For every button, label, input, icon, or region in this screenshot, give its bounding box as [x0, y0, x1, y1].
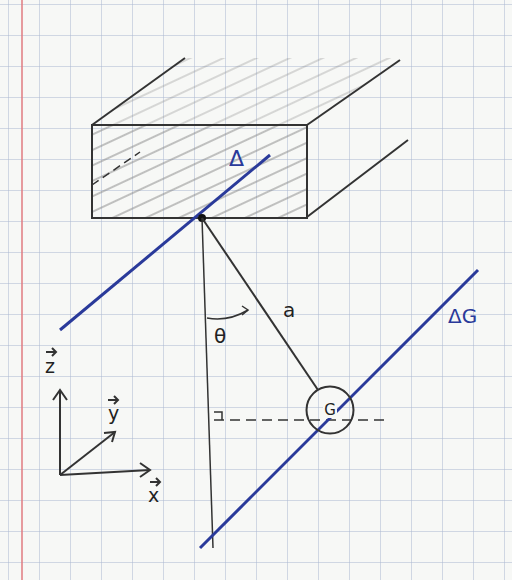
figure-label: a	[283, 300, 295, 320]
mass-circle: G	[305, 385, 355, 435]
figure-label: y	[108, 404, 119, 423]
figure-label: Δ	[229, 148, 244, 170]
figure-label: θ	[214, 326, 226, 346]
figure-label: x	[148, 486, 159, 505]
mass-label: G	[323, 403, 337, 418]
figure-label: z	[45, 357, 55, 376]
figure-label: ΔG	[448, 306, 477, 326]
